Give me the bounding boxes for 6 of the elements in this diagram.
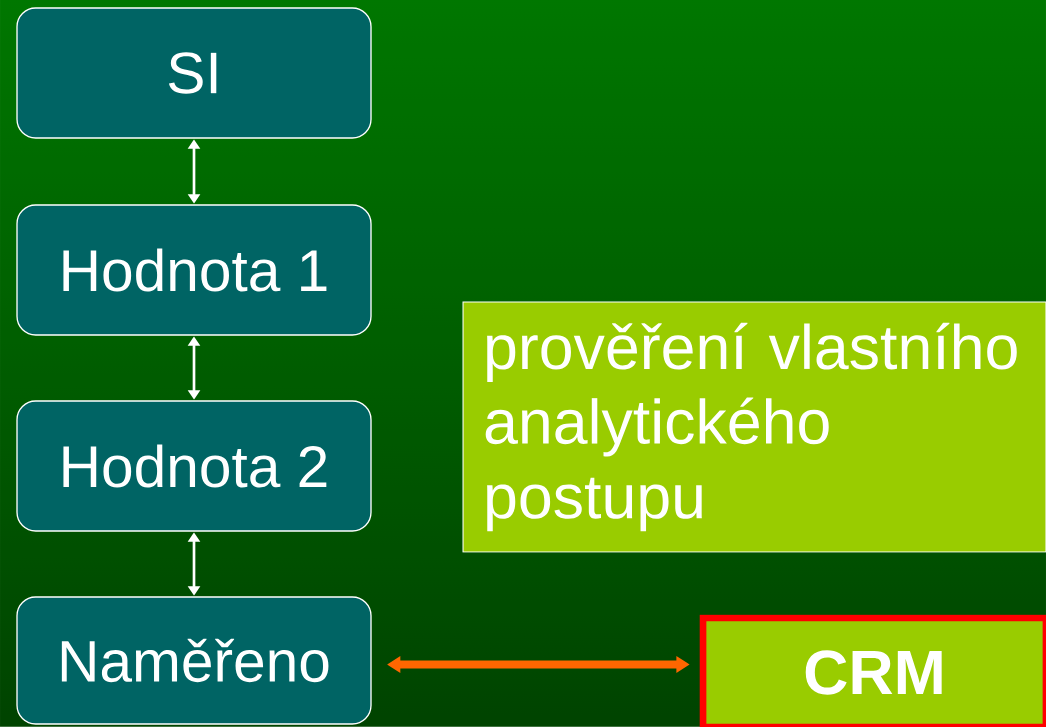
process-box: SI [16, 7, 372, 139]
process-box: Naměřeno [16, 596, 372, 725]
process-box: Hodnota 2 [16, 400, 372, 532]
note-box: prověření vlastního analytického postupu [462, 301, 1046, 553]
process-box: Hodnota 1 [16, 204, 372, 336]
reference-box: CRM [699, 614, 1046, 727]
